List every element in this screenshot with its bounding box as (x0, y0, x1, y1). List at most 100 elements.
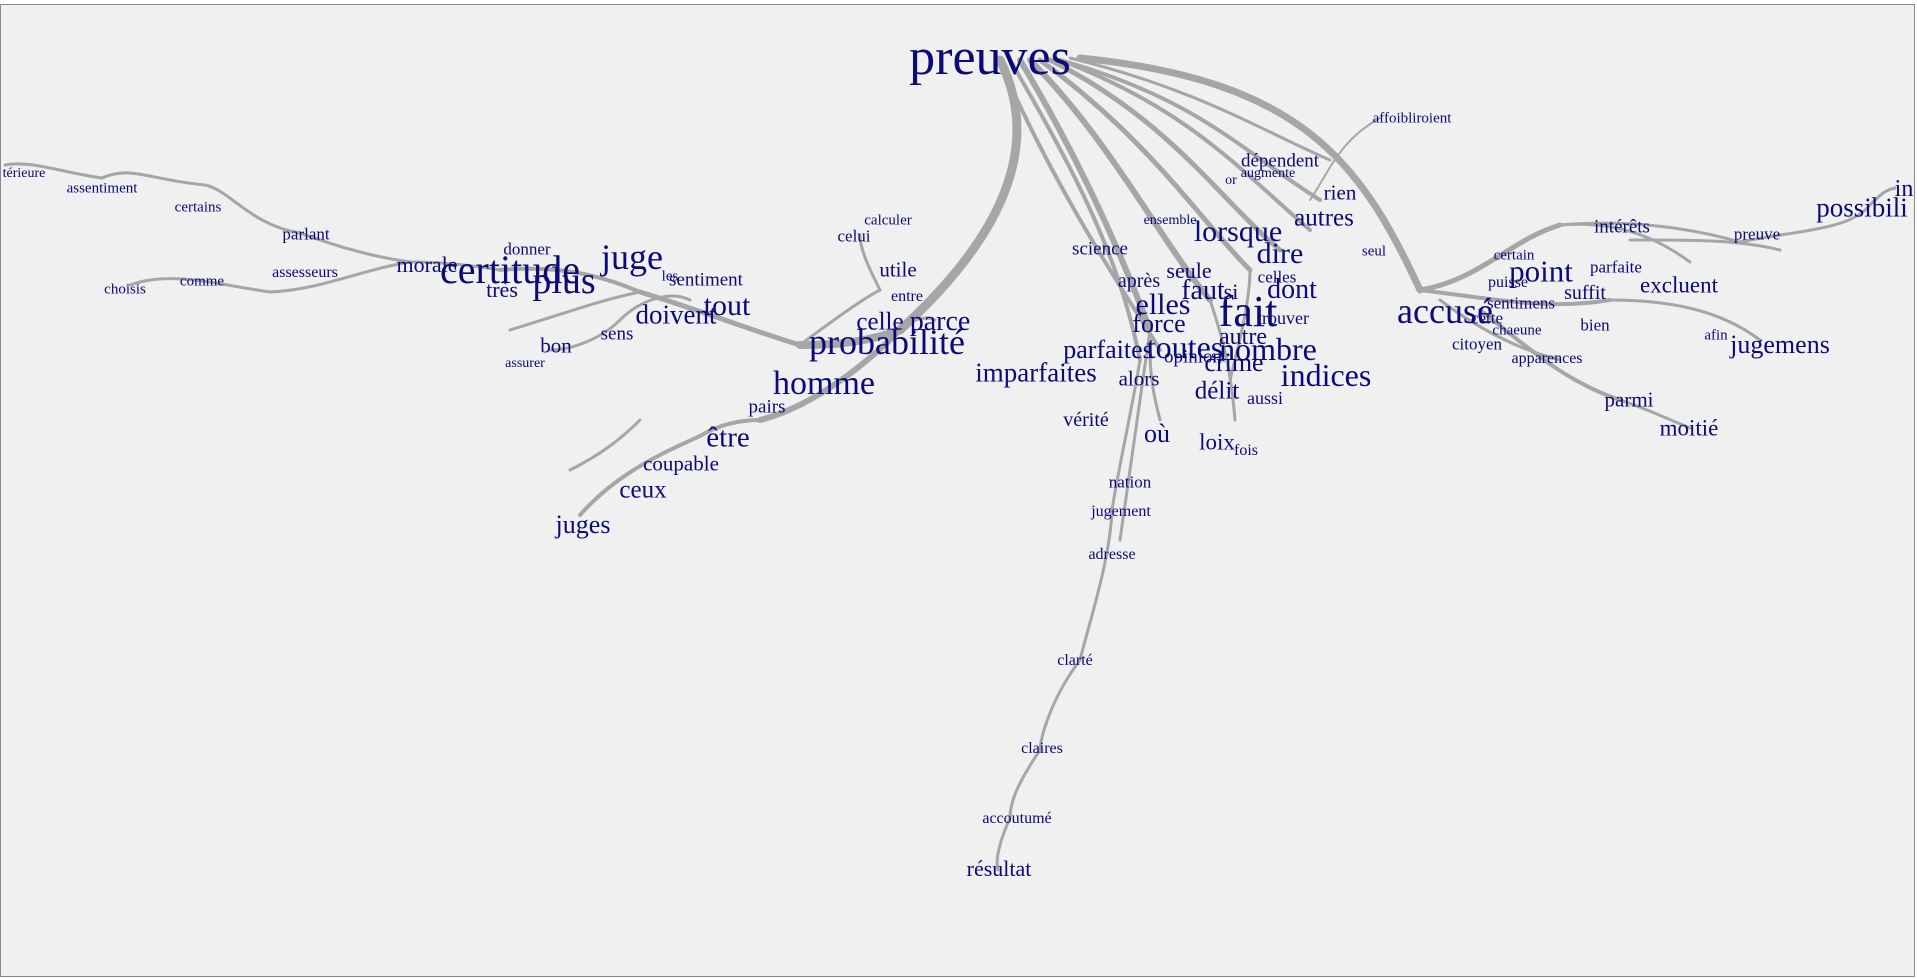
word-rien[interactable]: rien (1323, 180, 1357, 205)
word-calculer[interactable]: calculer (864, 212, 912, 229)
word-doivent[interactable]: doivent (635, 299, 717, 330)
word-toutes[interactable]: toutes (1146, 329, 1224, 365)
word-clarte[interactable]: clarté (1057, 652, 1093, 669)
word-citoyen[interactable]: citoyen (1451, 334, 1503, 354)
word-parfaites[interactable]: parfaites (1063, 335, 1153, 364)
word-puisse[interactable]: puisse (1488, 274, 1528, 291)
word-tres[interactable]: très (486, 277, 518, 302)
word-probabilite[interactable]: probabilité (809, 322, 965, 362)
word-point[interactable]: point (1509, 253, 1573, 289)
concordance-tree-canvas (0, 4, 1915, 977)
word-comme[interactable]: comme (179, 273, 225, 290)
word-parlant[interactable]: parlant (282, 224, 330, 244)
word-assesseurs[interactable]: assesseurs (272, 264, 338, 281)
word-sentimens[interactable]: sentimens (1487, 293, 1555, 313)
word-tout[interactable]: tout (703, 289, 751, 322)
word-parfaite[interactable]: parfaite (1590, 257, 1642, 277)
word-opinion[interactable]: opinion (1163, 346, 1223, 368)
word-cette[interactable]: cette (1470, 308, 1504, 328)
word-autre[interactable]: autre (1219, 324, 1267, 350)
word-imparfaites[interactable]: imparfaites (975, 357, 1097, 388)
word-parmi[interactable]: parmi (1604, 387, 1654, 412)
word-preuve[interactable]: preuve (1733, 224, 1781, 244)
word-juges[interactable]: juges (555, 510, 611, 539)
word-celui[interactable]: celui (837, 226, 871, 246)
word-accoutume[interactable]: accoutumé (982, 810, 1052, 827)
word-augmente[interactable]: augmente (1240, 166, 1296, 181)
word-dont[interactable]: dont (1267, 274, 1317, 305)
word-interets[interactable]: intérêts (1594, 216, 1650, 238)
word-dependent[interactable]: dépendent (1240, 150, 1320, 172)
word-fait[interactable]: fait (1218, 287, 1278, 336)
word-elles[interactable]: elles (1135, 288, 1191, 321)
word-coupable[interactable]: coupable (643, 451, 719, 476)
word-celle[interactable]: celle (856, 308, 904, 336)
word-choisis[interactable]: choisis (104, 281, 146, 298)
word-plus[interactable]: plus (532, 260, 596, 302)
word-affoibliroient[interactable]: affoibliroient (1372, 110, 1452, 127)
word-jugement[interactable]: jugement (1091, 503, 1151, 520)
word-excluent[interactable]: excluent (1640, 272, 1718, 298)
word-preuves[interactable]: preuves (909, 29, 1071, 86)
word-dire[interactable]: dire (1256, 237, 1304, 270)
word-sens[interactable]: sens (600, 323, 634, 345)
word-suffit[interactable]: suffit (1564, 282, 1606, 304)
word-seul[interactable]: seul (1361, 243, 1387, 260)
word-ceux[interactable]: ceux (619, 476, 667, 504)
word-adresse[interactable]: adresse (1088, 546, 1136, 563)
word-homme[interactable]: homme (773, 365, 875, 402)
word-chaeune[interactable]: chaeune (1492, 322, 1542, 339)
word-bien[interactable]: bien (1580, 315, 1610, 335)
word-crime[interactable]: crime (1204, 348, 1264, 377)
word-or[interactable]: or (1225, 173, 1237, 188)
word-resultat[interactable]: résultat (966, 856, 1032, 881)
word-morale[interactable]: morale (396, 252, 458, 277)
word-si[interactable]: si (1223, 279, 1239, 304)
word-accuse[interactable]: accusé (1397, 291, 1493, 331)
word-force[interactable]: force (1132, 309, 1186, 338)
word-lorsque[interactable]: lorsque (1193, 215, 1283, 248)
word-pairs[interactable]: pairs (748, 396, 786, 418)
word-afin[interactable]: afin (1704, 327, 1728, 344)
word-seule[interactable]: seule (1166, 258, 1212, 283)
word-science[interactable]: science (1072, 238, 1128, 260)
word-loix[interactable]: loix (1199, 429, 1235, 455)
word-delit[interactable]: délit (1194, 377, 1240, 405)
word-donner[interactable]: donner (503, 239, 551, 259)
word-sentiment[interactable]: sentiment (669, 269, 743, 291)
word-nation[interactable]: nation (1108, 472, 1152, 492)
word-trouver[interactable]: trouver (1257, 308, 1309, 328)
word-bon[interactable]: bon (540, 333, 572, 358)
word-assentiment[interactable]: assentiment (66, 180, 138, 197)
word-fois[interactable]: fois (1234, 442, 1258, 459)
word-assurer[interactable]: assurer (505, 356, 545, 371)
word-aussi[interactable]: aussi (1247, 388, 1283, 408)
word-nombre[interactable]: nombre (1219, 331, 1317, 367)
word-certitude[interactable]: certitude (440, 247, 580, 292)
word-apparences[interactable]: apparences (1511, 350, 1583, 367)
word-claires[interactable]: claires (1021, 740, 1063, 757)
word-certain[interactable]: certain (1493, 247, 1535, 264)
word-faut[interactable]: faut (1181, 275, 1225, 306)
word-in[interactable]: in (1894, 176, 1914, 202)
word-utile[interactable]: utile (879, 257, 917, 282)
word-entre[interactable]: entre (891, 288, 923, 305)
word-ou[interactable]: où (1144, 419, 1170, 448)
word-alors[interactable]: alors (1118, 366, 1160, 391)
word-ensemble[interactable]: ensemble (1143, 213, 1197, 228)
word-indices[interactable]: indices (1280, 357, 1372, 393)
word-certains[interactable]: certains (174, 199, 222, 216)
word-les[interactable]: les (661, 268, 679, 285)
word-parce[interactable]: parce (909, 306, 971, 337)
word-terieure[interactable]: térieure (2, 166, 46, 181)
word-celles[interactable]: celles (1257, 267, 1297, 287)
word-etre[interactable]: être (706, 421, 750, 454)
word-autres[interactable]: autres (1294, 204, 1354, 232)
word-verite[interactable]: vérité (1063, 409, 1109, 431)
word-possibili[interactable]: possibili (1816, 192, 1908, 223)
word-moitie[interactable]: moitié (1659, 415, 1719, 441)
word-juge[interactable]: juge (601, 237, 663, 277)
word-apres[interactable]: après (1117, 270, 1161, 292)
word-jugemens[interactable]: jugemens (1730, 330, 1830, 359)
